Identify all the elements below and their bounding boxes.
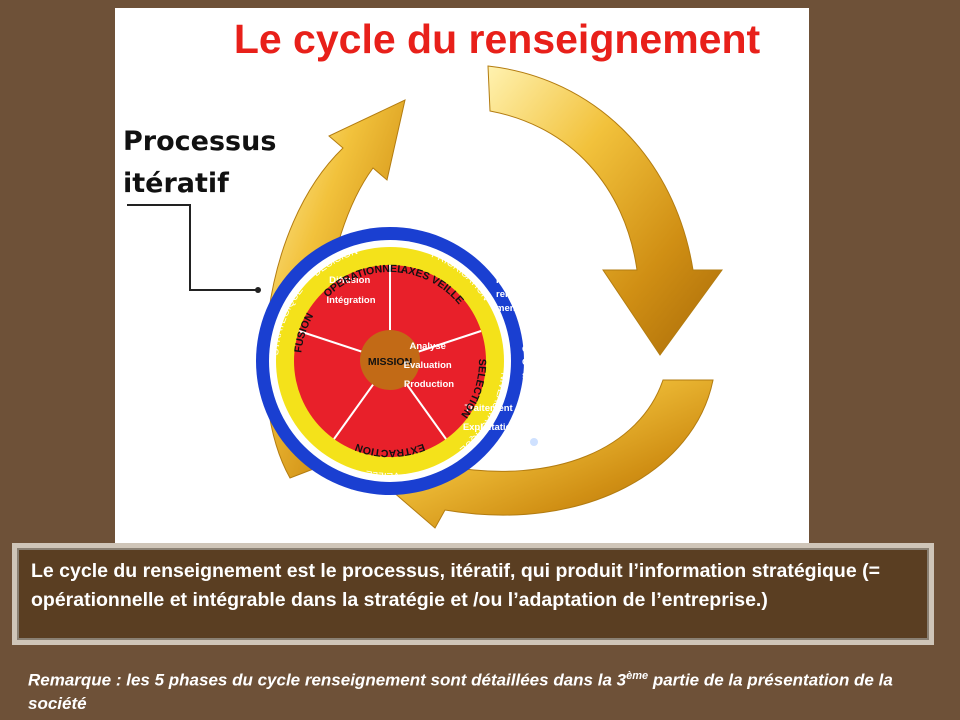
ring-dot-marker bbox=[530, 438, 538, 446]
remark-superscript: ème bbox=[626, 670, 649, 682]
sector-distribution: Diffusion Intégration bbox=[326, 275, 375, 306]
remark-note: Remarque : les 5 phases du cycle renseig… bbox=[28, 665, 928, 715]
sector-intelligence-plan: Plan de renseigne- ment bbox=[496, 275, 547, 314]
ring-label-watch: VEILLE bbox=[364, 467, 400, 481]
page-title: Le cycle du renseignement bbox=[233, 16, 761, 62]
iterative-process-label: Processus itératif bbox=[123, 121, 276, 205]
label-pointer-dot bbox=[255, 287, 261, 293]
diagram-panel: Le cycle du renseignement Processus itér… bbox=[115, 8, 809, 556]
process-label-line1: Processus bbox=[123, 126, 277, 157]
mission-label: MISSION bbox=[368, 356, 412, 368]
cycle-arrow-bottom-right bbox=[376, 379, 714, 529]
process-label-line2: itératif bbox=[123, 168, 229, 199]
label-pointer-line bbox=[127, 204, 258, 291]
remark-text-end: partie de la présentation de la société bbox=[28, 670, 893, 713]
ring-label-extraction: EXTRACTION bbox=[354, 441, 427, 459]
intelligence-cycle-diagram: MISSION Diffusion Intégration Plan de re… bbox=[115, 8, 723, 529]
sector-processing: Traitement Exploitation bbox=[463, 403, 518, 433]
mission-center bbox=[360, 330, 420, 390]
remark-text-start: Remarque : les 5 phases du cycle renseig… bbox=[28, 670, 627, 690]
cycle-arrow-top-right bbox=[487, 65, 723, 356]
sector-collection: Collecte – Gestion sources bbox=[522, 344, 570, 381]
definition-caption: Le cycle du renseignement est le process… bbox=[12, 543, 934, 645]
sector-analysis: Analyse Evaluation Production bbox=[404, 341, 455, 390]
